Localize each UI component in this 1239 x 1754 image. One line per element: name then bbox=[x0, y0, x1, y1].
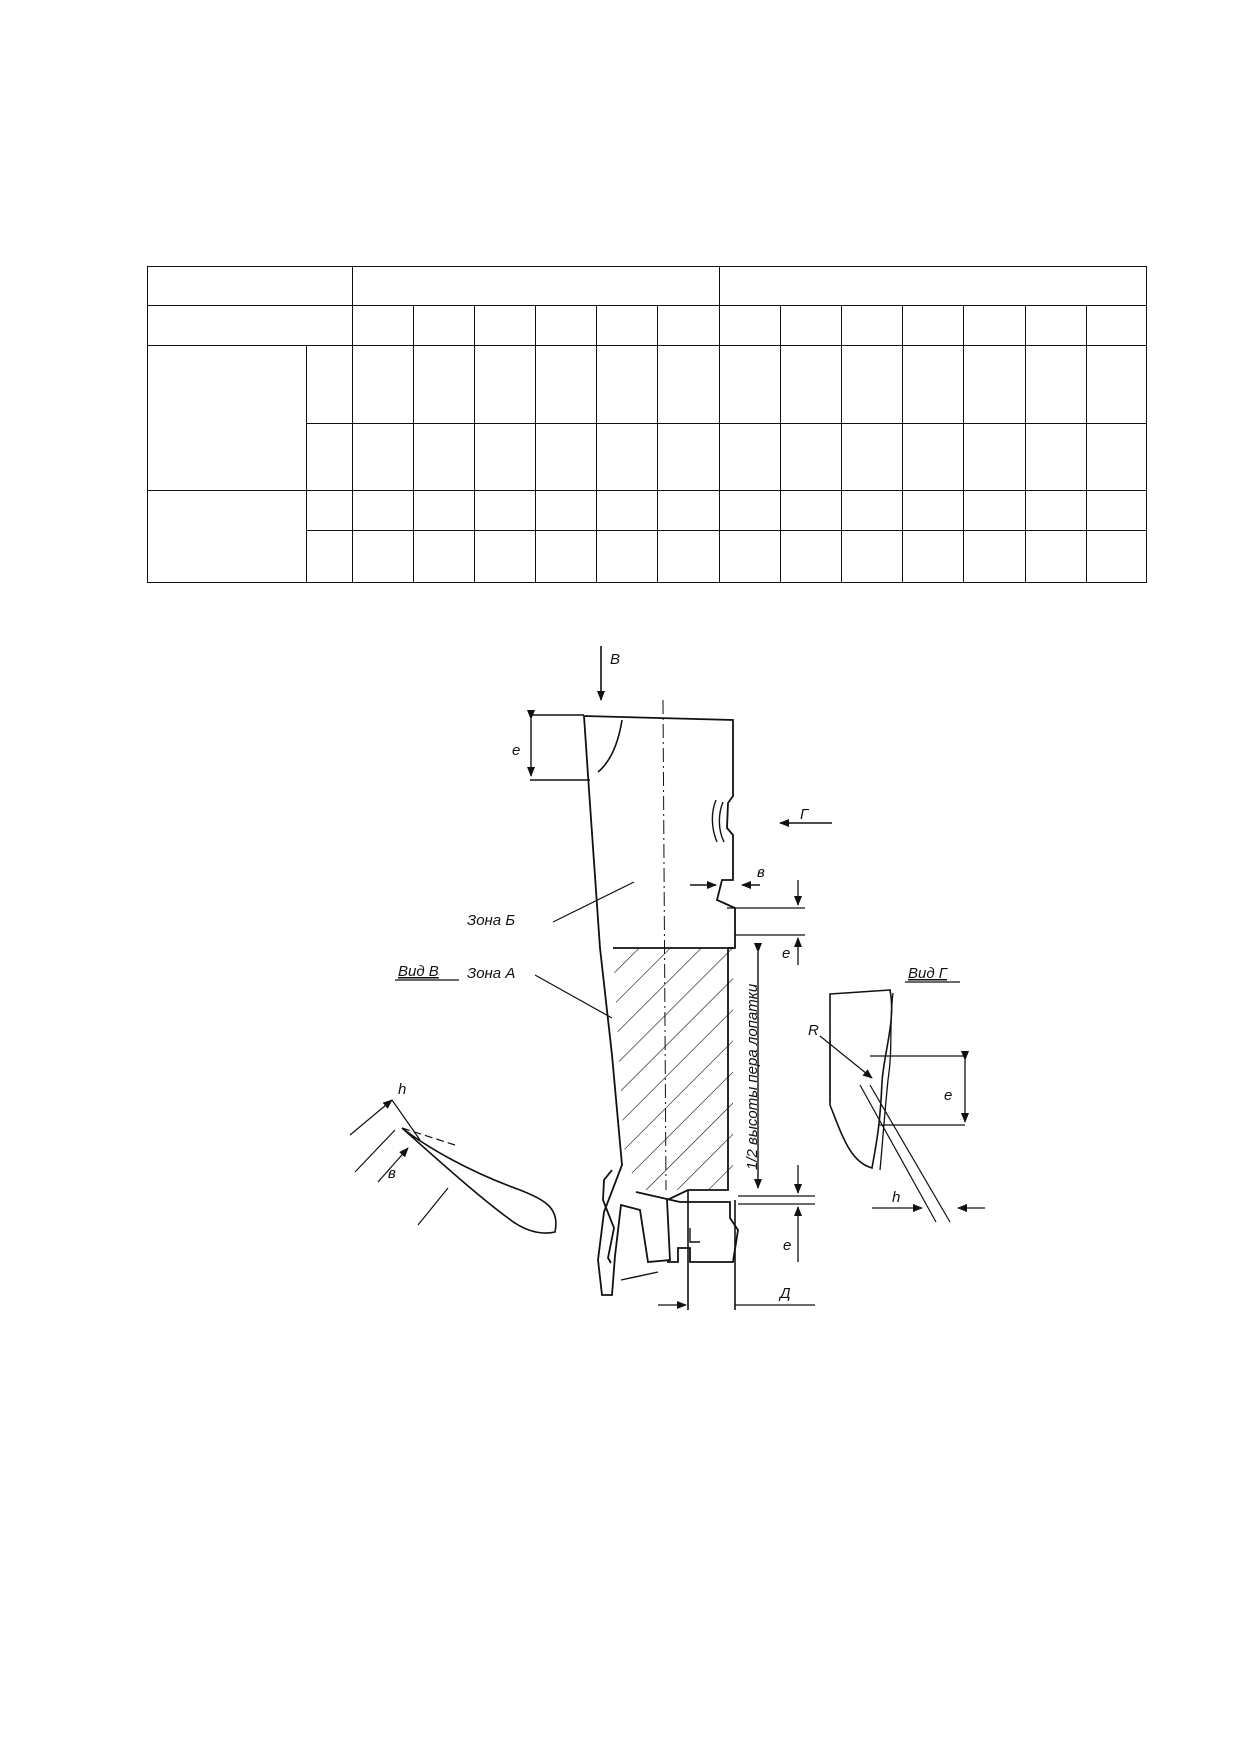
view-g-h: h bbox=[892, 1189, 900, 1206]
dim-d-label: Д bbox=[778, 1285, 791, 1302]
view-v-title: Вид В bbox=[398, 963, 439, 980]
blade-root bbox=[602, 1169, 615, 1264]
table-row bbox=[146, 345, 1148, 491]
dim-e-top: е bbox=[512, 742, 520, 759]
view-g-e: е bbox=[944, 1087, 952, 1104]
zone-a-label: Зона А bbox=[467, 965, 515, 982]
view-v-b: в bbox=[388, 1165, 396, 1182]
table-row bbox=[148, 423, 1148, 491]
table-cell bbox=[718, 266, 1148, 306]
dim-e-mid: е bbox=[782, 945, 790, 962]
dim-v-tip: в bbox=[757, 864, 765, 881]
view-v-h: h bbox=[398, 1081, 406, 1098]
view-v-profile bbox=[401, 1127, 557, 1234]
view-g-title: Вид Г bbox=[908, 965, 949, 982]
blade-outline bbox=[583, 715, 736, 1296]
empty-table bbox=[146, 266, 1148, 583]
table-cell bbox=[146, 490, 308, 583]
arrow-v-label: В bbox=[610, 651, 620, 668]
blade-centerline bbox=[662, 699, 667, 1191]
view-g-r: R bbox=[808, 1022, 819, 1039]
view-g-profile bbox=[829, 989, 893, 1170]
zone-b-label: Зона Б bbox=[467, 912, 515, 929]
arrow-g-label: Г bbox=[800, 806, 810, 823]
table-row bbox=[148, 530, 1148, 583]
half-height-label: 1/2 высоты пера лопатки bbox=[744, 983, 761, 1170]
zone-a-hatch bbox=[613, 948, 733, 1190]
dim-e-root: е bbox=[783, 1237, 791, 1254]
